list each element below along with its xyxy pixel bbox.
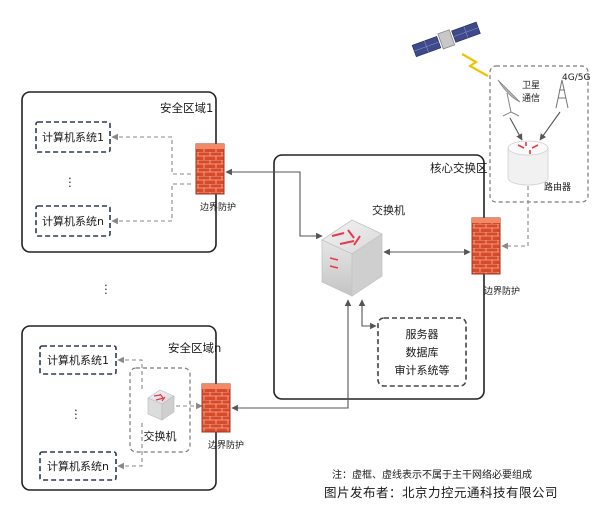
zone-n-computer-system-n — [39, 451, 117, 481]
zone-n-switch-area — [129, 367, 191, 453]
zone-1-computer-system-1 — [35, 121, 111, 153]
zone-1-ellipsis: ⋮ — [64, 175, 76, 189]
zone-n-switch-label: 交换机 — [144, 429, 177, 443]
router-label: 路由器 — [544, 181, 571, 193]
router-icon — [507, 140, 549, 186]
satellite-icon — [411, 21, 481, 58]
between-zones-ellipsis: ⋮ — [100, 282, 112, 296]
zone-n-title: 安全区域n — [168, 341, 221, 355]
firewall-zone-n: 边界防护 — [201, 383, 244, 451]
firewall-zone-n-label: 边界防护 — [208, 439, 244, 451]
core-switch-label: 交换机 — [372, 203, 405, 217]
zone-n-ellipsis: ⋮ — [70, 407, 82, 421]
diagram-note: 注：虚框、虚线表示不属于主干网络必要组成 — [332, 468, 532, 481]
satellite-dish-icon — [497, 79, 521, 117]
zone-n-switch-icon — [147, 389, 175, 421]
zone-1-title: 安全区域1 — [160, 101, 213, 115]
external-communication-zone: 卫星 通信 4G/5G 路由器 — [489, 65, 590, 203]
zone-n-computer-system-1-label: 计算机系统1 — [47, 353, 109, 367]
zone-1-computer-system-n — [35, 205, 111, 237]
zone-1-computer-system-1-label: 计算机系统1 — [42, 130, 104, 144]
satellite-signal-icon — [461, 53, 489, 77]
core-service-audit: 审计系统等 — [395, 363, 450, 377]
firewall-core: 边界防护 — [471, 217, 520, 297]
cell-tower-icon — [555, 79, 569, 109]
firewall-core-label: 边界防护 — [484, 285, 520, 297]
core-zone-title: 核心交换区 — [430, 161, 488, 175]
firewall-zone-1-label: 边界防护 — [200, 201, 236, 213]
core-switching-zone: 核心交换区 交换机 服务器 数据库 审计系统等 — [273, 154, 488, 400]
image-credit: 图片发布者：北京力控元通科技有限公司 — [324, 485, 558, 500]
zone-n-computer-system-1 — [39, 345, 117, 375]
core-services-box — [377, 317, 467, 387]
core-service-server: 服务器 — [406, 328, 439, 341]
security-zone-1: 安全区域1 计算机系统1 ⋮ 计算机系统n — [21, 91, 217, 253]
zone-n-computer-system-n-label: 计算机系统n — [47, 459, 109, 473]
zone-1-computer-system-n-label: 计算机系统n — [42, 214, 104, 228]
core-switch-icon — [321, 219, 383, 297]
firewall-zone-1: 边界防护 — [195, 143, 236, 213]
security-zone-n: 安全区域n 计算机系统1 ⋮ 计算机系统n 交换机 — [21, 325, 221, 491]
satellite-label-2: 通信 — [522, 92, 540, 104]
cellular-label: 4G/5G — [562, 73, 590, 83]
core-service-database: 数据库 — [406, 345, 439, 359]
satellite-label-1: 卫星 — [522, 80, 540, 91]
